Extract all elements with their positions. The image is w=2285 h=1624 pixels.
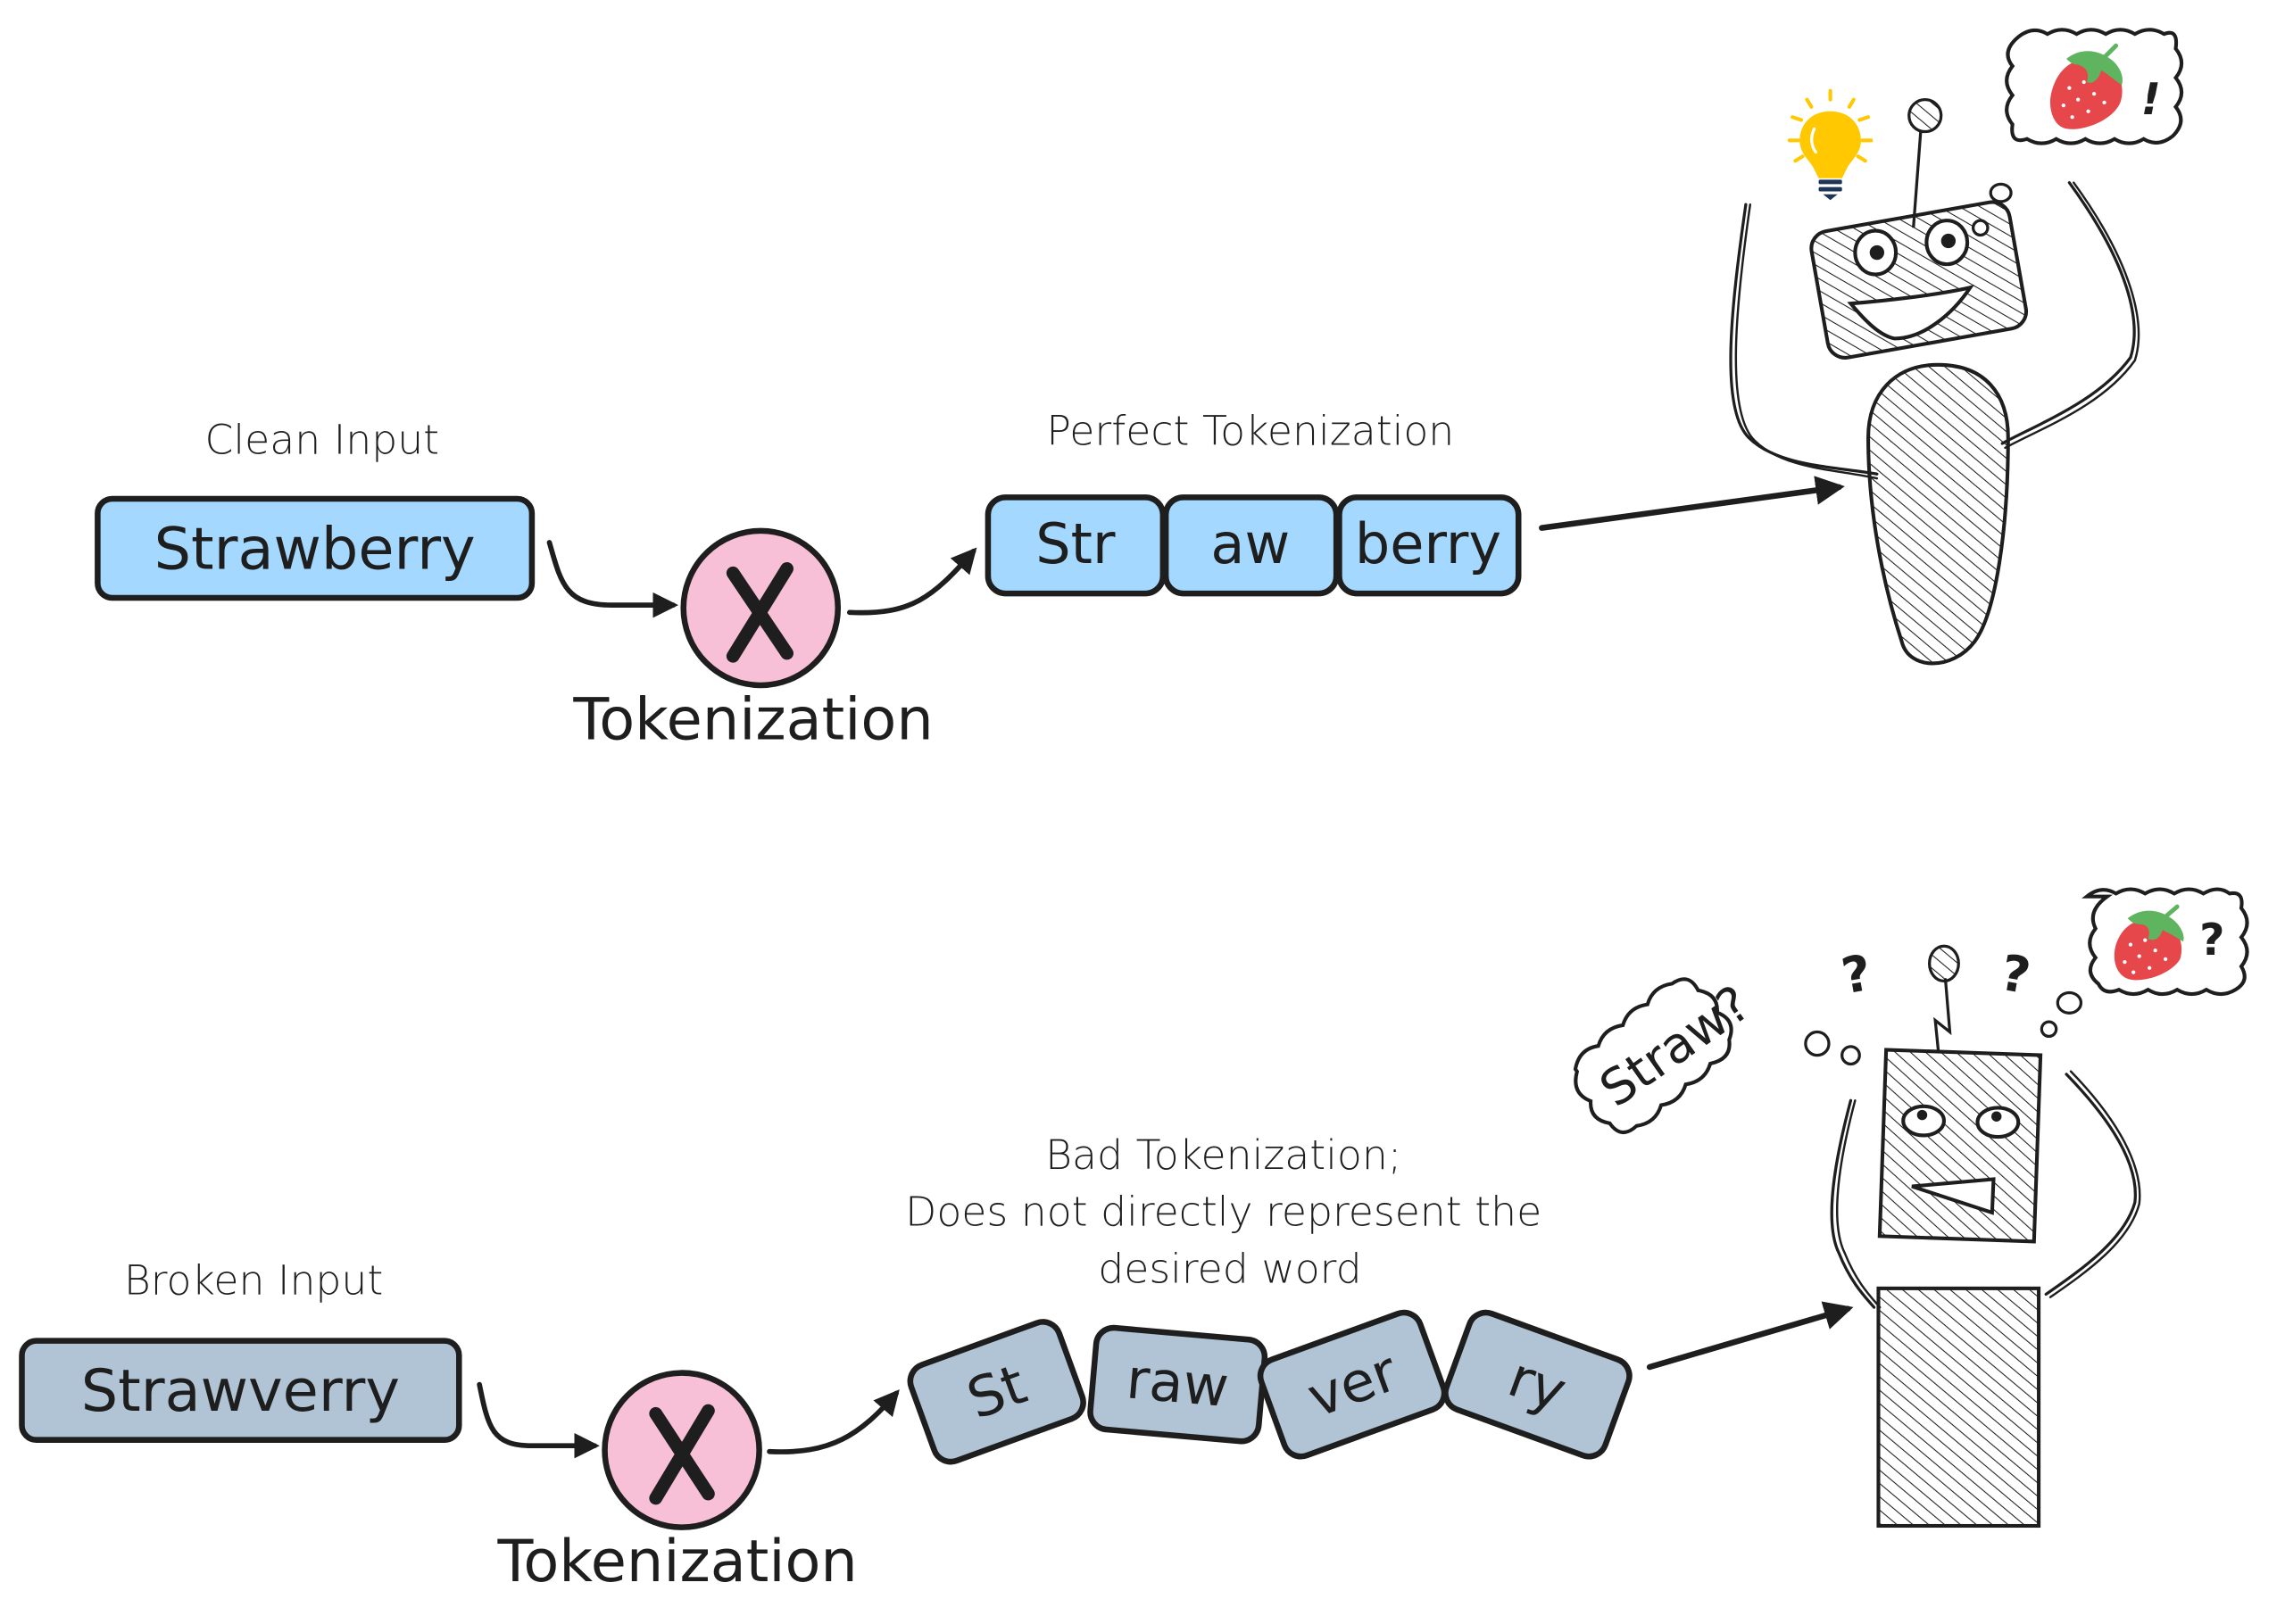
token-box: aw [1162,494,1340,597]
clean-input-rect [95,495,536,601]
clean-input-label: Clean Input [205,416,440,463]
broken-input-rect [19,1338,462,1443]
broken-input-word: Strawverry [81,1357,400,1425]
token-text: Str [1035,511,1116,576]
robot-left-eye [1901,1104,1946,1138]
token-box: Str [985,494,1167,597]
robot-body [1866,362,2010,666]
bulb-base [1818,179,1842,185]
x-icon [649,1404,715,1505]
strawberry-icon [2114,904,2184,981]
thought-dot [1989,182,2013,203]
bad-tokenization-label: Bad Tokenization; Does not directly repr… [905,1131,1555,1292]
thought-dot [1840,1045,1861,1066]
x-icon [726,562,794,663]
tokenizer-label-top: Tokenization [572,685,933,753]
thought-dot [2056,990,2083,1015]
antenna-ball [1928,944,1960,983]
thought-bubble-bottom: ? [2081,887,2249,997]
robot-right-arm [2044,1073,2137,1297]
robot-smile [1847,285,1974,341]
clean-input-box: Strawberry [95,495,536,601]
broken-input-box: Strawverry [19,1338,462,1443]
tokenizer-top: Tokenization [572,527,934,753]
robot-antenna [1912,131,1923,228]
robot-body [1876,1286,2041,1529]
antenna-ball [1907,98,1943,134]
top-row: Clean Input Strawberry Tokenization Perf… [95,28,2184,753]
arrow-tokens-to-robot-bottom [1646,1301,1854,1371]
arrow-tokens-to-robot-top [1539,476,1845,531]
token-text: raw [1124,1346,1231,1420]
robot-mouth [1911,1177,1996,1215]
robot-antenna [1933,978,1952,1051]
token-box: ry [1442,1309,1633,1460]
token-box: raw [1087,1324,1268,1445]
bottom-tokens: St raw ver ry [907,1309,1633,1465]
token-box: berry [1336,494,1522,597]
lightbulb-icon [1787,88,1874,201]
robot-left-arm [1729,203,1879,476]
light-rays [1787,88,1874,163]
arrow-tokenizer-to-tokens-bottom [767,1389,900,1454]
perfect-tokenization-label: Perfect Tokenization [1046,408,1454,455]
thought-dot [1971,219,1990,237]
thought-bubble-top: ! [2005,28,2184,145]
arrow-input-to-tokenizer-top [546,540,678,618]
broken-input-label: Broken Input [124,1256,383,1304]
robot-head [1809,200,2029,360]
question-mark-right: ? [1996,944,2034,1007]
thought-dot [1804,1030,1831,1057]
thought-dot [2040,1020,2058,1039]
token-box: St [907,1319,1086,1465]
bulb-glass [1799,111,1861,178]
confused-robot: ? ? Straw? [1573,887,2249,1529]
thought-question-mark: ? [2199,915,2224,965]
robot-right-arm [2000,181,2136,445]
robot-right-eye [1975,1106,2021,1139]
tokenizer-label-bottom: Tokenization [497,1528,858,1595]
exclamation-mark: ! [2141,74,2161,125]
arrow-input-to-tokenizer-bottom [477,1381,600,1459]
robot-left-arm [1830,1098,1876,1309]
happy-robot: ! [1729,28,2184,666]
clean-input-word: Strawberry [154,515,476,583]
straw-thought-bubble: Straw? [1573,974,1761,1135]
tokenizer-bottom: Tokenization [497,1370,858,1595]
token-text: berry [1355,511,1501,576]
top-tokens: Str aw berry [985,494,1522,597]
arrow-tokenizer-to-tokens-top [846,547,977,616]
token-box: ver [1257,1309,1448,1460]
bottom-row: Broken Input Strawverry Tokenization Bad… [19,887,2249,1595]
token-text: aw [1210,511,1290,576]
question-mark-left: ? [1838,944,1876,1007]
strawberry-icon [2049,43,2123,129]
robot-head [1877,1048,2043,1244]
